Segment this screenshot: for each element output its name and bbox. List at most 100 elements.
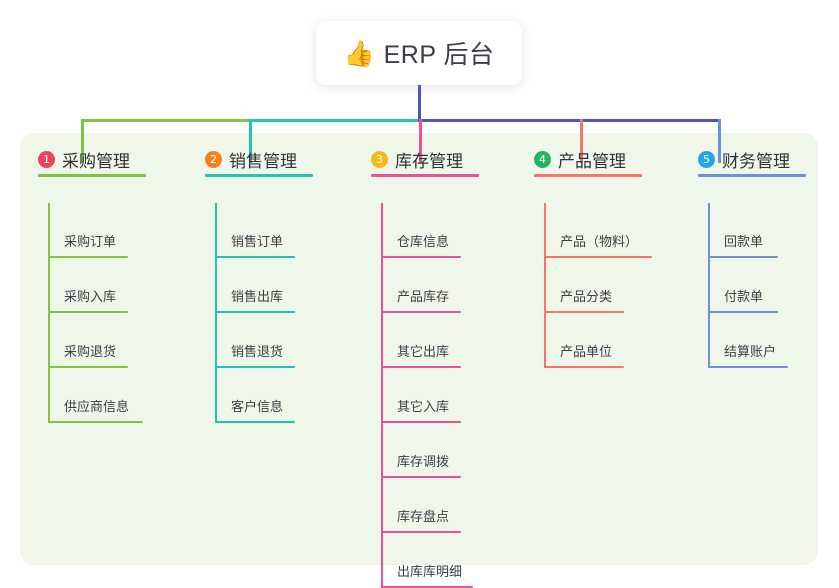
root-node-label: ERP 后台 — [383, 41, 495, 69]
leaf-node[interactable]: 出库库明细 — [371, 533, 473, 588]
leaf-node[interactable]: 采购退货 — [38, 313, 130, 368]
leaf-underline — [381, 311, 461, 313]
branch-label: 财务管理 — [722, 151, 790, 171]
leaf-label: 付款单 — [724, 289, 764, 304]
branch-underline — [534, 174, 642, 177]
branch-drop-connector-5 — [718, 119, 721, 163]
leaf-spine — [381, 203, 383, 588]
leaf-node[interactable]: 销售出库 — [205, 258, 297, 313]
leaf-underline — [381, 421, 461, 423]
leaf-spine — [48, 203, 50, 423]
diagram-background-panel — [20, 133, 818, 565]
branch-drop-connector-1 — [81, 119, 84, 163]
leaf-spine — [215, 203, 217, 423]
leaf-label: 结算账户 — [724, 344, 777, 359]
branch-label: 产品管理 — [558, 151, 626, 171]
leaf-node[interactable]: 采购订单 — [38, 203, 130, 258]
leaf-label: 客户信息 — [231, 399, 284, 414]
leaf-node[interactable]: 库存调拨 — [371, 423, 463, 478]
leaf-node[interactable]: 采购入库 — [38, 258, 130, 313]
leaf-node[interactable]: 销售退货 — [205, 313, 297, 368]
leaf-underline — [381, 366, 461, 368]
leaf-node[interactable]: 结算账户 — [698, 313, 790, 368]
branch-drop-connector-3 — [419, 119, 422, 163]
leaf-label: 产品单位 — [560, 344, 613, 359]
leaf-node[interactable]: 其它入库 — [371, 368, 463, 423]
leaf-underline — [48, 256, 128, 258]
branch-drop-connector-4 — [580, 119, 583, 163]
leaf-underline — [381, 531, 461, 533]
bus-segment-3 — [418, 119, 718, 122]
leaf-label: 出库库明细 — [397, 564, 463, 579]
leaf-label: 库存盘点 — [397, 509, 450, 524]
leaf-underline — [215, 311, 295, 313]
leaf-node[interactable]: 仓库信息 — [371, 203, 463, 258]
leaf-underline — [544, 256, 652, 258]
branch-number-badge: 1 — [38, 150, 55, 168]
branch-label: 库存管理 — [395, 151, 463, 171]
leaf-label: 供应商信息 — [64, 399, 130, 414]
leaf-node[interactable]: 产品分类 — [534, 258, 626, 313]
leaf-label: 产品（物料） — [560, 234, 639, 249]
leaf-underline — [381, 476, 461, 478]
branch-column-财务管理: 5 财务管理回款单付款单结算账户 — [698, 146, 806, 368]
branch-drop-connector-2 — [249, 119, 252, 163]
leaf-label: 销售出库 — [231, 289, 284, 304]
branch-header-财务管理[interactable]: 5 财务管理 — [698, 146, 806, 177]
bus-segment-2 — [249, 119, 419, 122]
branch-underline — [38, 174, 146, 177]
branch-header-采购管理[interactable]: 1 采购管理 — [38, 146, 146, 177]
leaf-underline — [215, 256, 295, 258]
leaf-underline — [381, 256, 461, 258]
leaf-label: 采购订单 — [64, 234, 117, 249]
leaf-list: 采购订单采购入库采购退货供应商信息 — [38, 203, 143, 423]
branch-underline — [205, 174, 313, 177]
leaf-underline — [48, 421, 143, 423]
leaf-node[interactable]: 产品（物料） — [534, 203, 652, 258]
leaf-label: 销售退货 — [231, 344, 284, 359]
leaf-label: 产品库存 — [397, 289, 450, 304]
leaf-label: 其它入库 — [397, 399, 450, 414]
leaf-node[interactable]: 产品库存 — [371, 258, 463, 313]
leaf-underline — [215, 421, 295, 423]
leaf-spine — [544, 203, 546, 368]
leaf-label: 仓库信息 — [397, 234, 450, 249]
branch-number-badge: 5 — [698, 150, 715, 168]
leaf-underline — [544, 366, 624, 368]
leaf-node[interactable]: 客户信息 — [205, 368, 297, 423]
leaf-node[interactable]: 供应商信息 — [38, 368, 143, 423]
leaf-underline — [381, 586, 473, 588]
leaf-node[interactable]: 其它出库 — [371, 313, 463, 368]
leaf-spine — [708, 203, 710, 368]
leaf-node[interactable]: 库存盘点 — [371, 478, 463, 533]
branch-header-库存管理[interactable]: 3 库存管理 — [371, 146, 479, 177]
leaf-node[interactable]: 销售订单 — [205, 203, 297, 258]
branch-underline — [698, 174, 806, 177]
leaf-underline — [48, 311, 128, 313]
leaf-node[interactable]: 付款单 — [698, 258, 790, 313]
leaf-node[interactable]: 产品单位 — [534, 313, 626, 368]
leaf-label: 采购退货 — [64, 344, 117, 359]
leaf-underline — [48, 366, 128, 368]
branch-number-badge: 3 — [371, 150, 388, 168]
root-node-erp-backend[interactable]: 👍 ERP 后台 — [316, 21, 522, 85]
branch-column-库存管理: 3 库存管理仓库信息产品库存其它出库其它入库库存调拨库存盘点出库库明细 — [371, 146, 479, 588]
thumbs-up-icon: 👍 — [343, 38, 375, 68]
branch-label: 采购管理 — [62, 151, 130, 171]
leaf-list: 产品（物料） 产品分类产品单位 — [534, 203, 652, 368]
leaf-node[interactable]: 回款单 — [698, 203, 790, 258]
leaf-underline — [708, 311, 778, 313]
leaf-label: 其它出库 — [397, 344, 450, 359]
leaf-label: 销售订单 — [231, 234, 284, 249]
branch-underline — [371, 174, 479, 177]
branch-number-badge: 2 — [205, 150, 222, 168]
leaf-label: 回款单 — [724, 234, 764, 249]
leaf-label: 采购入库 — [64, 289, 117, 304]
leaf-list: 回款单付款单结算账户 — [698, 203, 790, 368]
bus-segment-1 — [81, 119, 250, 122]
